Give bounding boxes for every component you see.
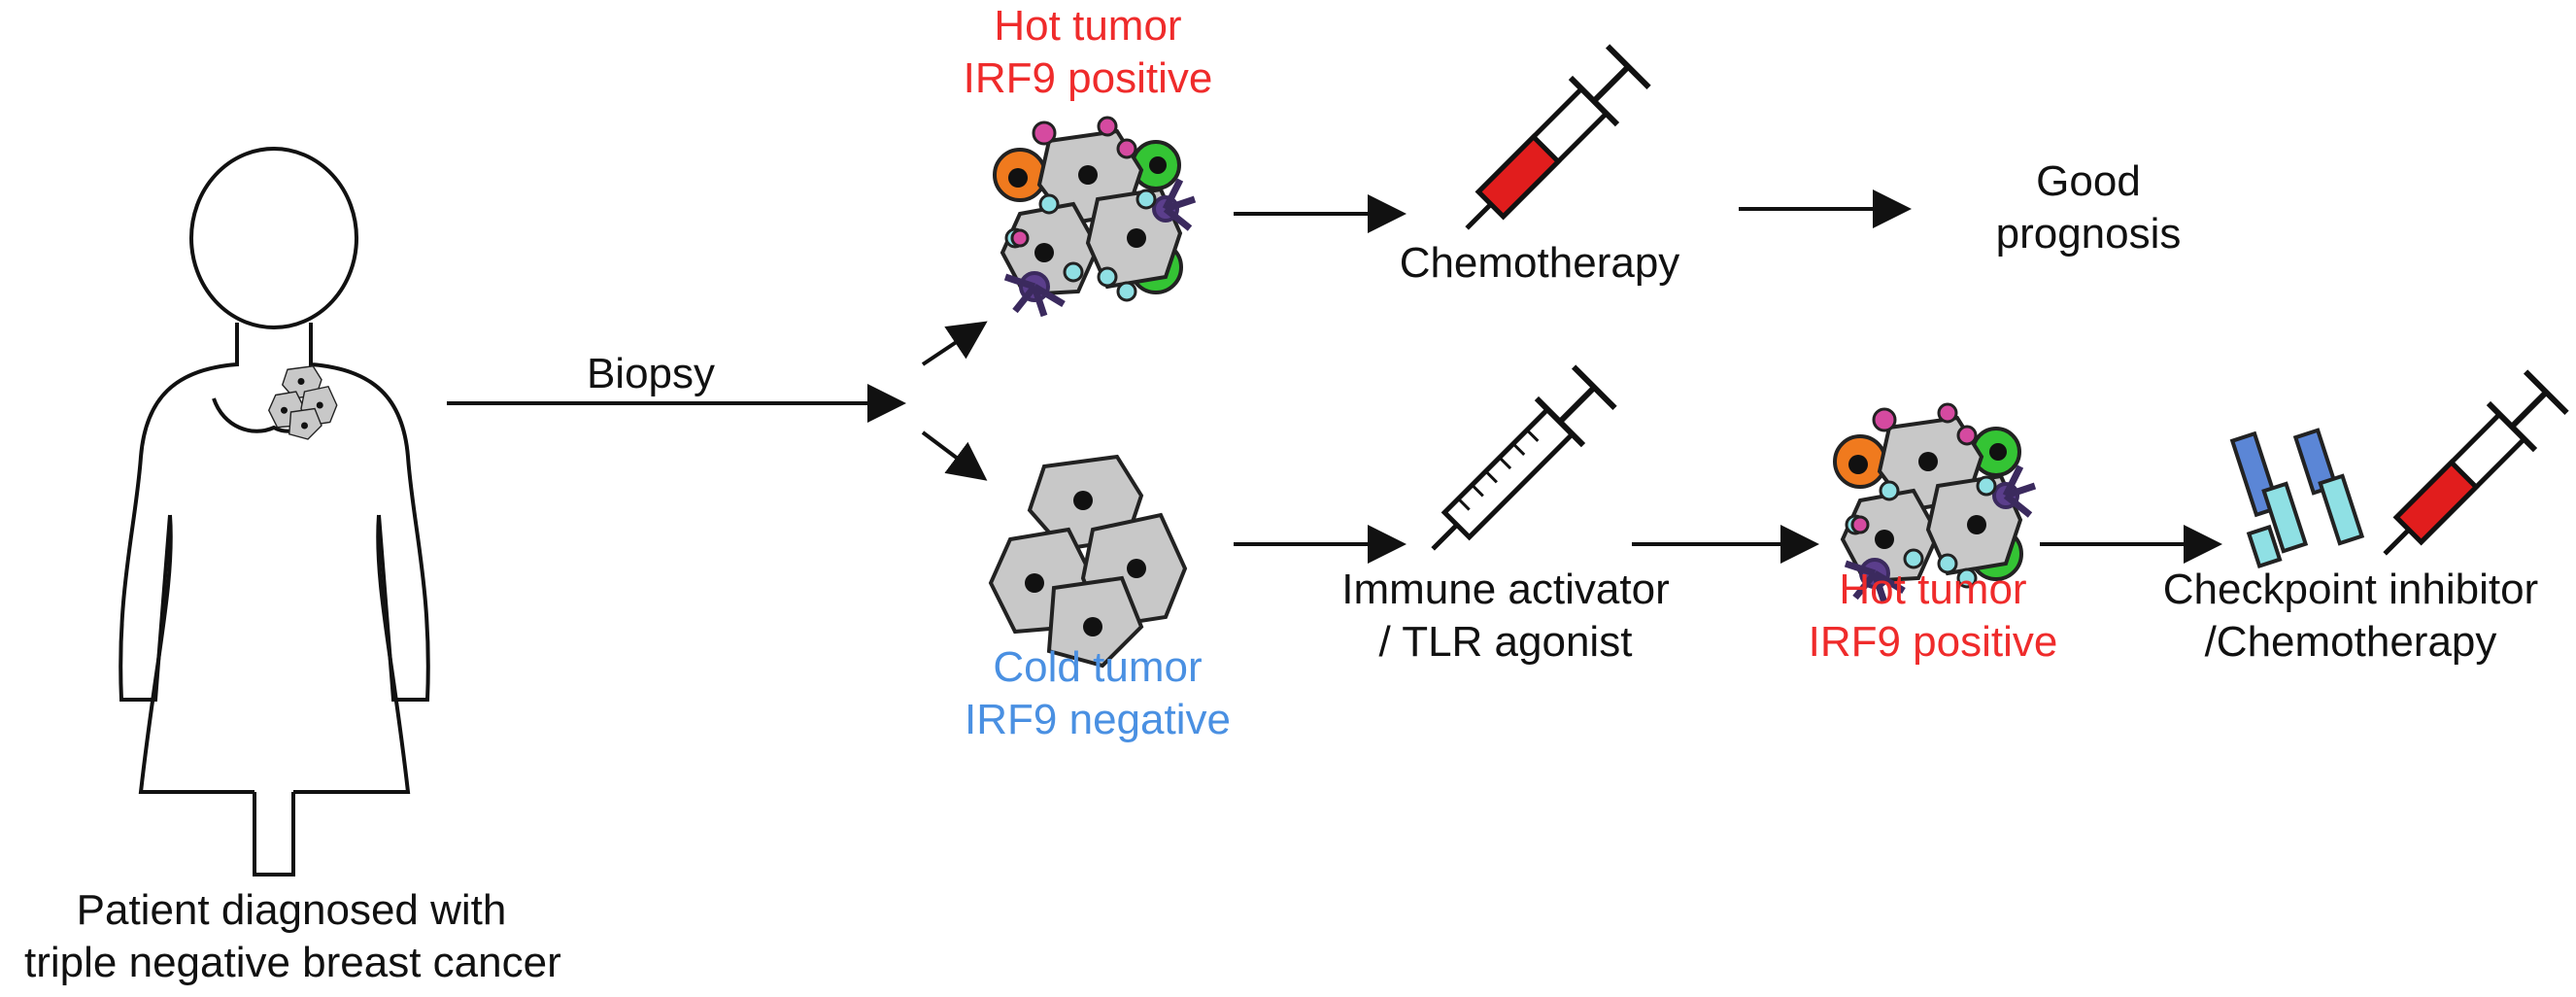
up-branch-arrow — [921, 321, 988, 366]
chemotherapy-label: Chemotherapy — [1399, 239, 1680, 287]
chemotherapy-syringe-icon — [1443, 44, 1651, 252]
cold-tumor-title: Cold tumor — [993, 643, 1203, 691]
hot-tumor-label: Hot tumor IRF9 positive — [932, 0, 1243, 105]
immune-activator-syringe-icon — [1409, 364, 1617, 572]
good-prognosis-line2: prognosis — [1995, 210, 2182, 258]
checkpoint-line1: Checkpoint inhibitor — [2162, 566, 2539, 613]
checkpoint-syringe-icon — [2361, 369, 2569, 577]
hot-tumor-icon — [995, 118, 1195, 316]
hot-tumor-sub: IRF9 positive — [963, 54, 1213, 102]
hot-tumor2-title: Hot tumor — [1839, 566, 2027, 613]
patient-label-line2: triple negative breast cancer — [24, 939, 561, 986]
good-prognosis-line1: Good — [2036, 157, 2141, 205]
hot-tumor-title: Hot tumor — [994, 2, 1182, 50]
good-prognosis-label: Good prognosis — [1982, 155, 2195, 260]
hot-tumor2-label: Hot tumor IRF9 positive — [1778, 564, 2088, 669]
checkpoint-label: Checkpoint inhibitor /Chemotherapy — [2132, 564, 2569, 669]
patient-label: Patient diagnosed with triple negative b… — [24, 884, 561, 989]
hot-tumor2-sub: IRF9 positive — [1808, 618, 2058, 666]
immune-activator-line1: Immune activator — [1341, 566, 1670, 613]
immune-activator-line2: / TLR agonist — [1378, 618, 1633, 666]
cold-tumor-icon — [989, 455, 1187, 668]
patient-figure — [119, 147, 430, 877]
patient-label-line1: Patient diagnosed with — [76, 886, 507, 934]
immune-activator-label: Immune activator / TLR agonist — [1292, 564, 1719, 669]
biopsy-label: Biopsy — [586, 350, 716, 397]
antibody-icon — [2229, 428, 2365, 569]
down-branch-arrow — [921, 430, 988, 481]
cold-tumor-label: Cold tumor IRF9 negative — [932, 641, 1263, 746]
cold-tumor-sub: IRF9 negative — [965, 696, 1231, 743]
checkpoint-line2: /Chemotherapy — [2204, 618, 2497, 666]
